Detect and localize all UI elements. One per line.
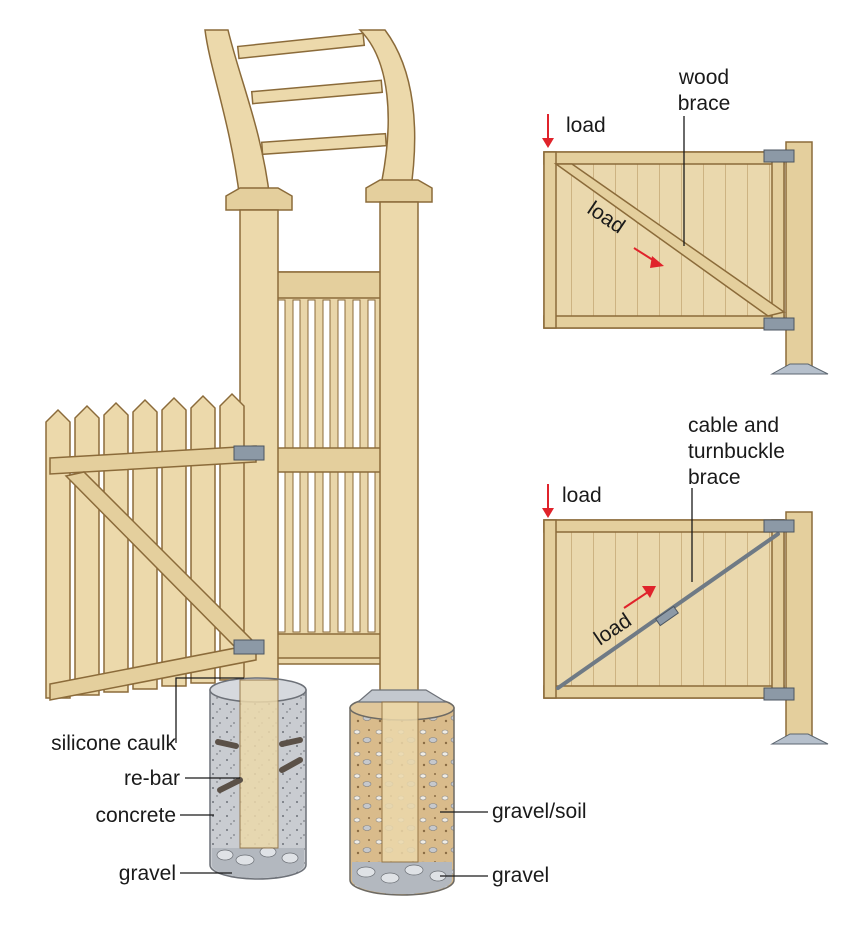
- right-post-cap: [365, 179, 433, 203]
- arch-outer-beam: [204, 29, 271, 201]
- wood-brace-label-line2: brace: [677, 92, 731, 115]
- left-post-cap: [225, 187, 293, 211]
- cable-brace-upper-hinge: [763, 519, 795, 533]
- cable-brace-label-line3: brace: [688, 466, 741, 489]
- silicone-caulk-label: silicone caulk: [51, 732, 176, 755]
- gravel-right-label: gravel: [492, 864, 550, 887]
- arch-inner-beam: [358, 29, 416, 196]
- gravel-soil-footing: [349, 689, 455, 896]
- picket-gate: [45, 392, 265, 701]
- rebar-pieces: [215, 737, 303, 793]
- wood-brace-load-label: load: [566, 114, 606, 137]
- concrete-footing: [209, 677, 307, 880]
- cable-brace-diagram: load: [542, 484, 829, 745]
- cable-brace-load-label: load: [562, 484, 602, 507]
- right-post: [379, 201, 419, 693]
- wood-brace-diagram: load: [542, 114, 829, 375]
- gate-lower-hinge: [233, 639, 265, 655]
- cable-brace-load-arrow-icon: [542, 484, 554, 518]
- wood-brace-upper-hinge: [763, 149, 795, 163]
- wood-brace-post-footing: [770, 363, 829, 375]
- post-collar: [356, 689, 449, 703]
- arch-rungs: [236, 32, 388, 156]
- gate-upper-hinge: [233, 445, 265, 461]
- gate-top-rail: [49, 445, 257, 475]
- cable-brace-label-line1: cable and: [688, 414, 780, 437]
- wood-diagonal-brace: [553, 163, 786, 317]
- cable-brace-post-footing: [770, 733, 829, 745]
- re-bar-label: re-bar: [123, 767, 180, 790]
- cable-brace-diagonal-load-arrow-icon: [623, 586, 656, 609]
- wood-brace-diagonal-load-arrow-icon: [633, 247, 664, 268]
- gate-bottom-rail: [49, 643, 257, 701]
- left-post-in-footing: [239, 679, 279, 849]
- right-post-in-footing: [381, 701, 419, 863]
- wood-brace-lower-hinge: [763, 317, 795, 331]
- gravel-soil-label: gravel/soil: [492, 800, 587, 823]
- arbor-side-panel: [267, 271, 385, 665]
- left-leader-lines: [175, 677, 488, 877]
- cable-brace-label-line2: turnbuckle: [688, 440, 785, 463]
- wood-brace-post: [785, 141, 813, 367]
- turnbuckle: [654, 605, 680, 627]
- wood-brace-load-arrow-icon: [542, 114, 554, 148]
- gravel-left-label: gravel: [118, 862, 176, 885]
- cable-brace-post: [785, 511, 813, 737]
- arbor-illustration: [45, 29, 488, 896]
- cable-brace-lower-hinge: [763, 687, 795, 701]
- concrete-label: concrete: [95, 804, 176, 827]
- wood-brace-label-line1: wood: [678, 66, 730, 89]
